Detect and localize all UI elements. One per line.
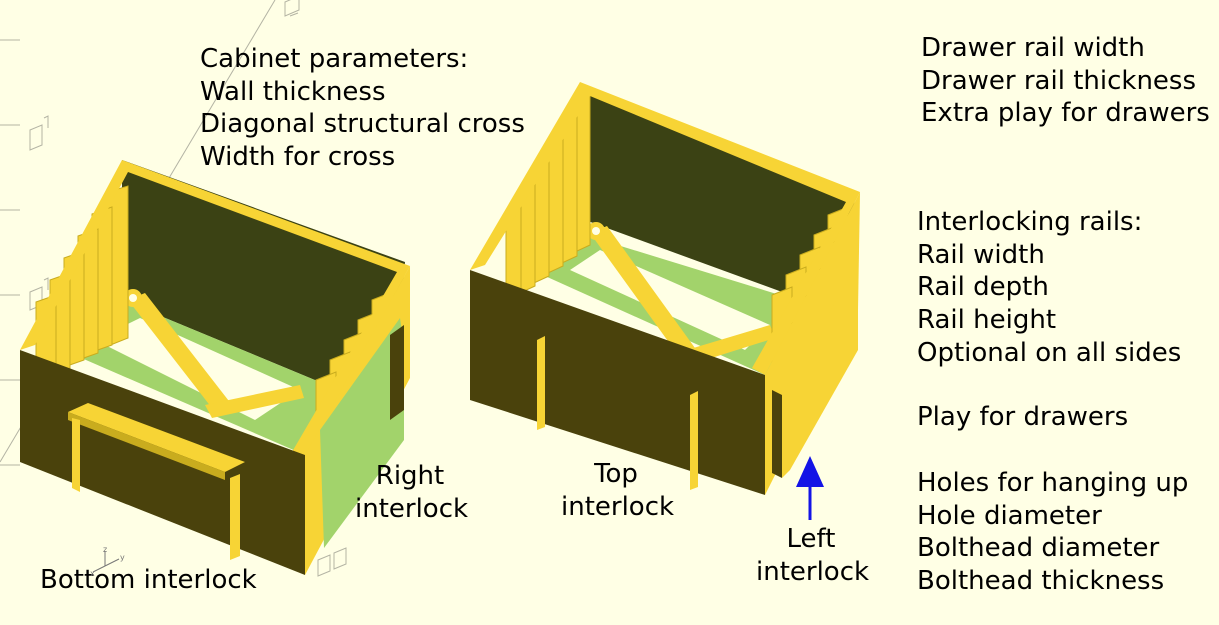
left-interlock-rail: [772, 258, 858, 478]
axis-x-label: x: [90, 569, 95, 578]
cabinet-parameters-block: Cabinet parameters: Wall thickness Diago…: [200, 43, 525, 174]
rail-depth-label: Rail depth: [917, 272, 1049, 303]
bolthead-thickness-label: Bolthead thickness: [917, 566, 1165, 597]
top-interlock-posts: [537, 336, 698, 490]
right-interlock-line2: interlock: [355, 493, 469, 524]
right-interlock-label: Right interlock: [355, 460, 469, 525]
left-interlock-line1: Left: [786, 524, 836, 554]
left-interlock-label: Left interlock: [756, 523, 870, 588]
bolthead-diameter-label: Bolthead diameter: [917, 533, 1160, 564]
drawer-rail-block: Drawer rail width Drawer rail thickness …: [921, 32, 1210, 130]
right-cabinet: [470, 82, 860, 495]
left-interlock-line2: interlock: [756, 556, 870, 587]
hole-diameter-label: Hole diameter: [917, 500, 1102, 531]
cabinet-parameters-heading: Cabinet parameters:: [200, 44, 469, 74]
top-interlock-line1: Top: [594, 459, 638, 489]
rail-width-label: Rail width: [917, 239, 1045, 270]
rail-height-label: Rail height: [917, 305, 1057, 336]
left-cabinet-back-wall: [122, 160, 405, 412]
right-cabinet-top-rim: [470, 82, 860, 375]
axis-gizmo: [92, 551, 120, 573]
right-interlock-line1: Right: [375, 461, 445, 491]
width-for-cross-label: Width for cross: [200, 142, 396, 173]
holes-hanging-label: Holes for hanging up: [917, 468, 1189, 498]
left-cabinet-side-fins: [35, 185, 129, 384]
top-interlock-label: Top interlock: [561, 458, 675, 523]
play-for-drawers-label: Play for drawers: [917, 402, 1129, 432]
interlocking-rails-block: Interlocking rails: Rail width Rail dept…: [917, 206, 1181, 370]
left-cabinet-top-rim: [20, 160, 410, 460]
interlocking-rails-heading: Interlocking rails:: [917, 207, 1143, 237]
right-interlock-rail: [320, 318, 404, 548]
wall-thickness-label: Wall thickness: [200, 76, 386, 107]
right-cabinet-side-fins: [505, 93, 591, 304]
drawer-rail-width-label: Drawer rail width: [921, 33, 1145, 63]
optional-all-sides-label: Optional on all sides: [917, 337, 1182, 368]
axis-y-label: y: [120, 553, 125, 562]
axis-z-label: z: [103, 545, 108, 554]
holes-block: Holes for hanging up Hole diameter Bolth…: [917, 467, 1188, 598]
arrow-up-icon: [796, 456, 824, 520]
extra-play-label: Extra play for drawers: [921, 98, 1210, 129]
bottom-interlock-rail: [68, 403, 245, 560]
right-cabinet-back-wall: [585, 88, 855, 315]
drawer-rail-thickness-label: Drawer rail thickness: [921, 65, 1197, 96]
top-interlock-line2: interlock: [561, 491, 675, 522]
bottom-interlock-label: Bottom interlock: [40, 565, 257, 595]
diagonal-cross-label: Diagonal structural cross: [200, 109, 525, 140]
left-cabinet: [20, 160, 410, 575]
